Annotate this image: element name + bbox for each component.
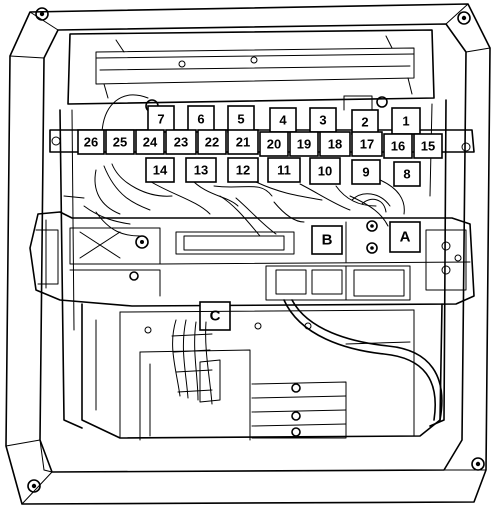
fuse-20	[259, 131, 289, 157]
fuse-10	[309, 157, 341, 185]
fuse-label-24: 24	[143, 135, 158, 150]
fuse-label-3: 3	[319, 113, 326, 128]
fuse-label-26: 26	[84, 135, 98, 150]
relay-c	[199, 301, 231, 331]
fuse-label-1: 1	[402, 114, 409, 129]
cable-loop	[283, 299, 443, 421]
fuse-6	[187, 105, 215, 133]
fuse-label-20: 20	[267, 137, 281, 152]
fuse-24	[135, 129, 165, 155]
fuse-2	[351, 109, 379, 135]
fuse-label-14: 14	[153, 163, 168, 178]
top-housing	[67, 29, 435, 105]
fuse-label-15: 15	[421, 139, 435, 154]
fuse-15	[413, 133, 443, 159]
relay-carrier	[29, 193, 475, 307]
fuse-7	[147, 105, 175, 133]
fuse-row-middle	[77, 129, 443, 159]
fuse-22	[197, 129, 227, 155]
relay-label-a: A	[400, 229, 411, 246]
fuse-label-16: 16	[391, 139, 405, 154]
fuse-12	[227, 157, 259, 183]
fuse-label-12: 12	[236, 163, 250, 178]
fuse-17	[351, 131, 383, 157]
fuse-number-labels: 7 6 5 4 3 2 1 26 25 24 23 22 21 20 19 18…	[84, 112, 435, 182]
fuse-16	[383, 133, 413, 159]
fuse-label-5: 5	[237, 112, 244, 127]
fuse-label-6: 6	[197, 112, 204, 127]
fuse-label-19: 19	[297, 137, 311, 152]
fuse-4	[269, 107, 297, 133]
fuse-label-23: 23	[174, 135, 188, 150]
fuse-label-13: 13	[194, 163, 208, 178]
left-pillar	[59, 109, 85, 429]
fuse-13	[185, 157, 217, 183]
relay-b	[311, 225, 343, 255]
fuse-21	[227, 129, 259, 155]
fuse-26	[77, 129, 105, 155]
fuse-label-4: 4	[279, 113, 287, 128]
fuse-19	[289, 131, 319, 157]
lower-frame	[81, 303, 443, 441]
fuse-label-7: 7	[157, 112, 164, 127]
fuse-label-9: 9	[362, 165, 369, 180]
fuse-row-lower	[145, 157, 421, 187]
fuse-label-22: 22	[205, 135, 219, 150]
fuse-label-17: 17	[360, 137, 374, 152]
fuse-8	[393, 161, 421, 187]
relay-letter-labels: A B C	[210, 229, 411, 325]
fuse-label-8: 8	[403, 167, 410, 182]
relay-boxes	[199, 221, 421, 331]
fuse-18	[319, 131, 351, 157]
fuse-14	[145, 157, 175, 183]
fuse-label-10: 10	[318, 164, 332, 179]
fuse-11	[267, 157, 301, 183]
corner-screws	[27, 7, 485, 493]
fuse-label-21: 21	[236, 135, 250, 150]
fuse-23	[165, 129, 197, 155]
fuse-9	[351, 159, 381, 185]
fuse-label-2: 2	[361, 115, 368, 130]
relay-label-b: B	[322, 232, 333, 249]
fuse-25	[105, 129, 135, 155]
fuse-label-18: 18	[328, 137, 342, 152]
lower-harness	[171, 319, 213, 405]
fuse-1	[391, 107, 421, 135]
relay-label-c: C	[210, 308, 221, 325]
outer-frame	[5, 3, 491, 505]
fuse-label-25: 25	[113, 135, 127, 150]
fuse-label-11: 11	[277, 163, 291, 178]
relay-a	[389, 221, 421, 253]
